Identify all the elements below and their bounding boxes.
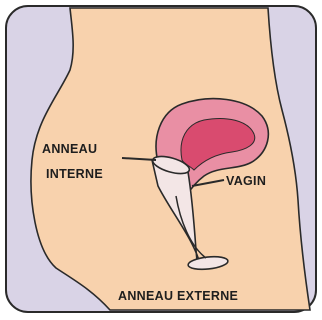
- vagina-label: VAGIN: [226, 174, 266, 188]
- inner-ring-label-line1: ANNEAU: [42, 142, 97, 156]
- inner-ring-label-line2: INTERNE: [46, 167, 103, 181]
- outer-ring-label: ANNEAU EXTERNE: [118, 289, 238, 303]
